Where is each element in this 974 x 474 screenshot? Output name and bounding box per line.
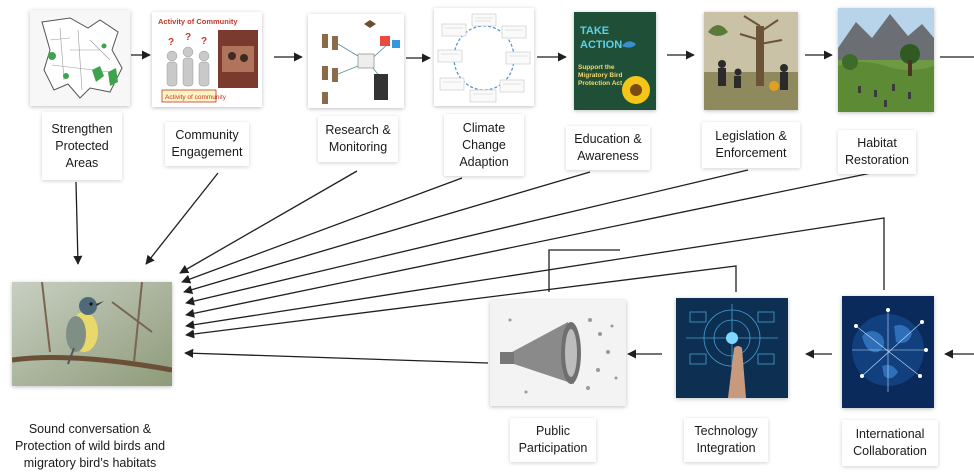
svg-text:?: ? xyxy=(185,32,191,43)
arrow-climate-to-goal xyxy=(181,177,463,284)
take-action-image: TAKE ACTION Support the Migratory Bird P… xyxy=(574,12,656,110)
take-action-word-2: ACTION xyxy=(580,39,622,51)
label-community-engagement: Community Engagement xyxy=(165,122,249,166)
label-international-collaboration: International Collaboration xyxy=(842,420,938,466)
arrow-education-to-goal xyxy=(183,171,591,295)
label-protected-areas: Strengthen Protected Areas xyxy=(42,112,122,180)
climate-cycle-image xyxy=(434,8,534,106)
community-image: Activity of Community ? ? ? Activity of … xyxy=(152,12,262,107)
legislation-image xyxy=(704,12,798,110)
arrow-legislation-to-goal xyxy=(185,169,749,306)
community-image-banner: Activity of community xyxy=(165,94,227,101)
arrow-community-to-goal xyxy=(145,172,219,265)
habitat-image xyxy=(838,8,934,112)
label-research-monitoring: Research & Monitoring xyxy=(318,116,398,162)
svg-text:?: ? xyxy=(168,37,174,48)
label-climate-change: Climate Change Adaption xyxy=(444,114,524,176)
arrow-public-to-goal xyxy=(184,348,489,364)
research-image xyxy=(308,14,404,108)
label-public-participation: Public Participation xyxy=(510,418,596,462)
community-image-title: Activity of Community xyxy=(158,17,238,26)
arrow-protected-to-goal xyxy=(73,181,83,265)
label-goal: Sound conversation & Protection of wild … xyxy=(0,418,180,474)
take-action-word-1: TAKE xyxy=(580,25,609,37)
international-image xyxy=(842,296,934,408)
label-legislation-enforcement: Legislation & Enforcement xyxy=(702,122,800,168)
map-image xyxy=(30,10,130,106)
arrow-international-to-goal xyxy=(185,217,885,330)
label-habitat-restoration: Habitat Restoration xyxy=(838,130,916,174)
bird-image xyxy=(12,282,172,386)
take-action-subtitle: Support the Migratory Bird Protection Ac… xyxy=(578,64,623,87)
megaphone-crowd-image xyxy=(490,300,626,406)
technology-image xyxy=(676,298,788,398)
label-technology-integration: Technology Integration xyxy=(684,418,768,462)
arrow-technology-to-goal xyxy=(185,265,737,339)
label-education-awareness: Education & Awareness xyxy=(566,126,650,170)
svg-text:?: ? xyxy=(201,36,207,47)
arrow-habitat-to-goal xyxy=(185,171,877,318)
arrow-public-to-goal-top xyxy=(548,249,620,292)
arrow-research-to-goal xyxy=(179,170,358,274)
